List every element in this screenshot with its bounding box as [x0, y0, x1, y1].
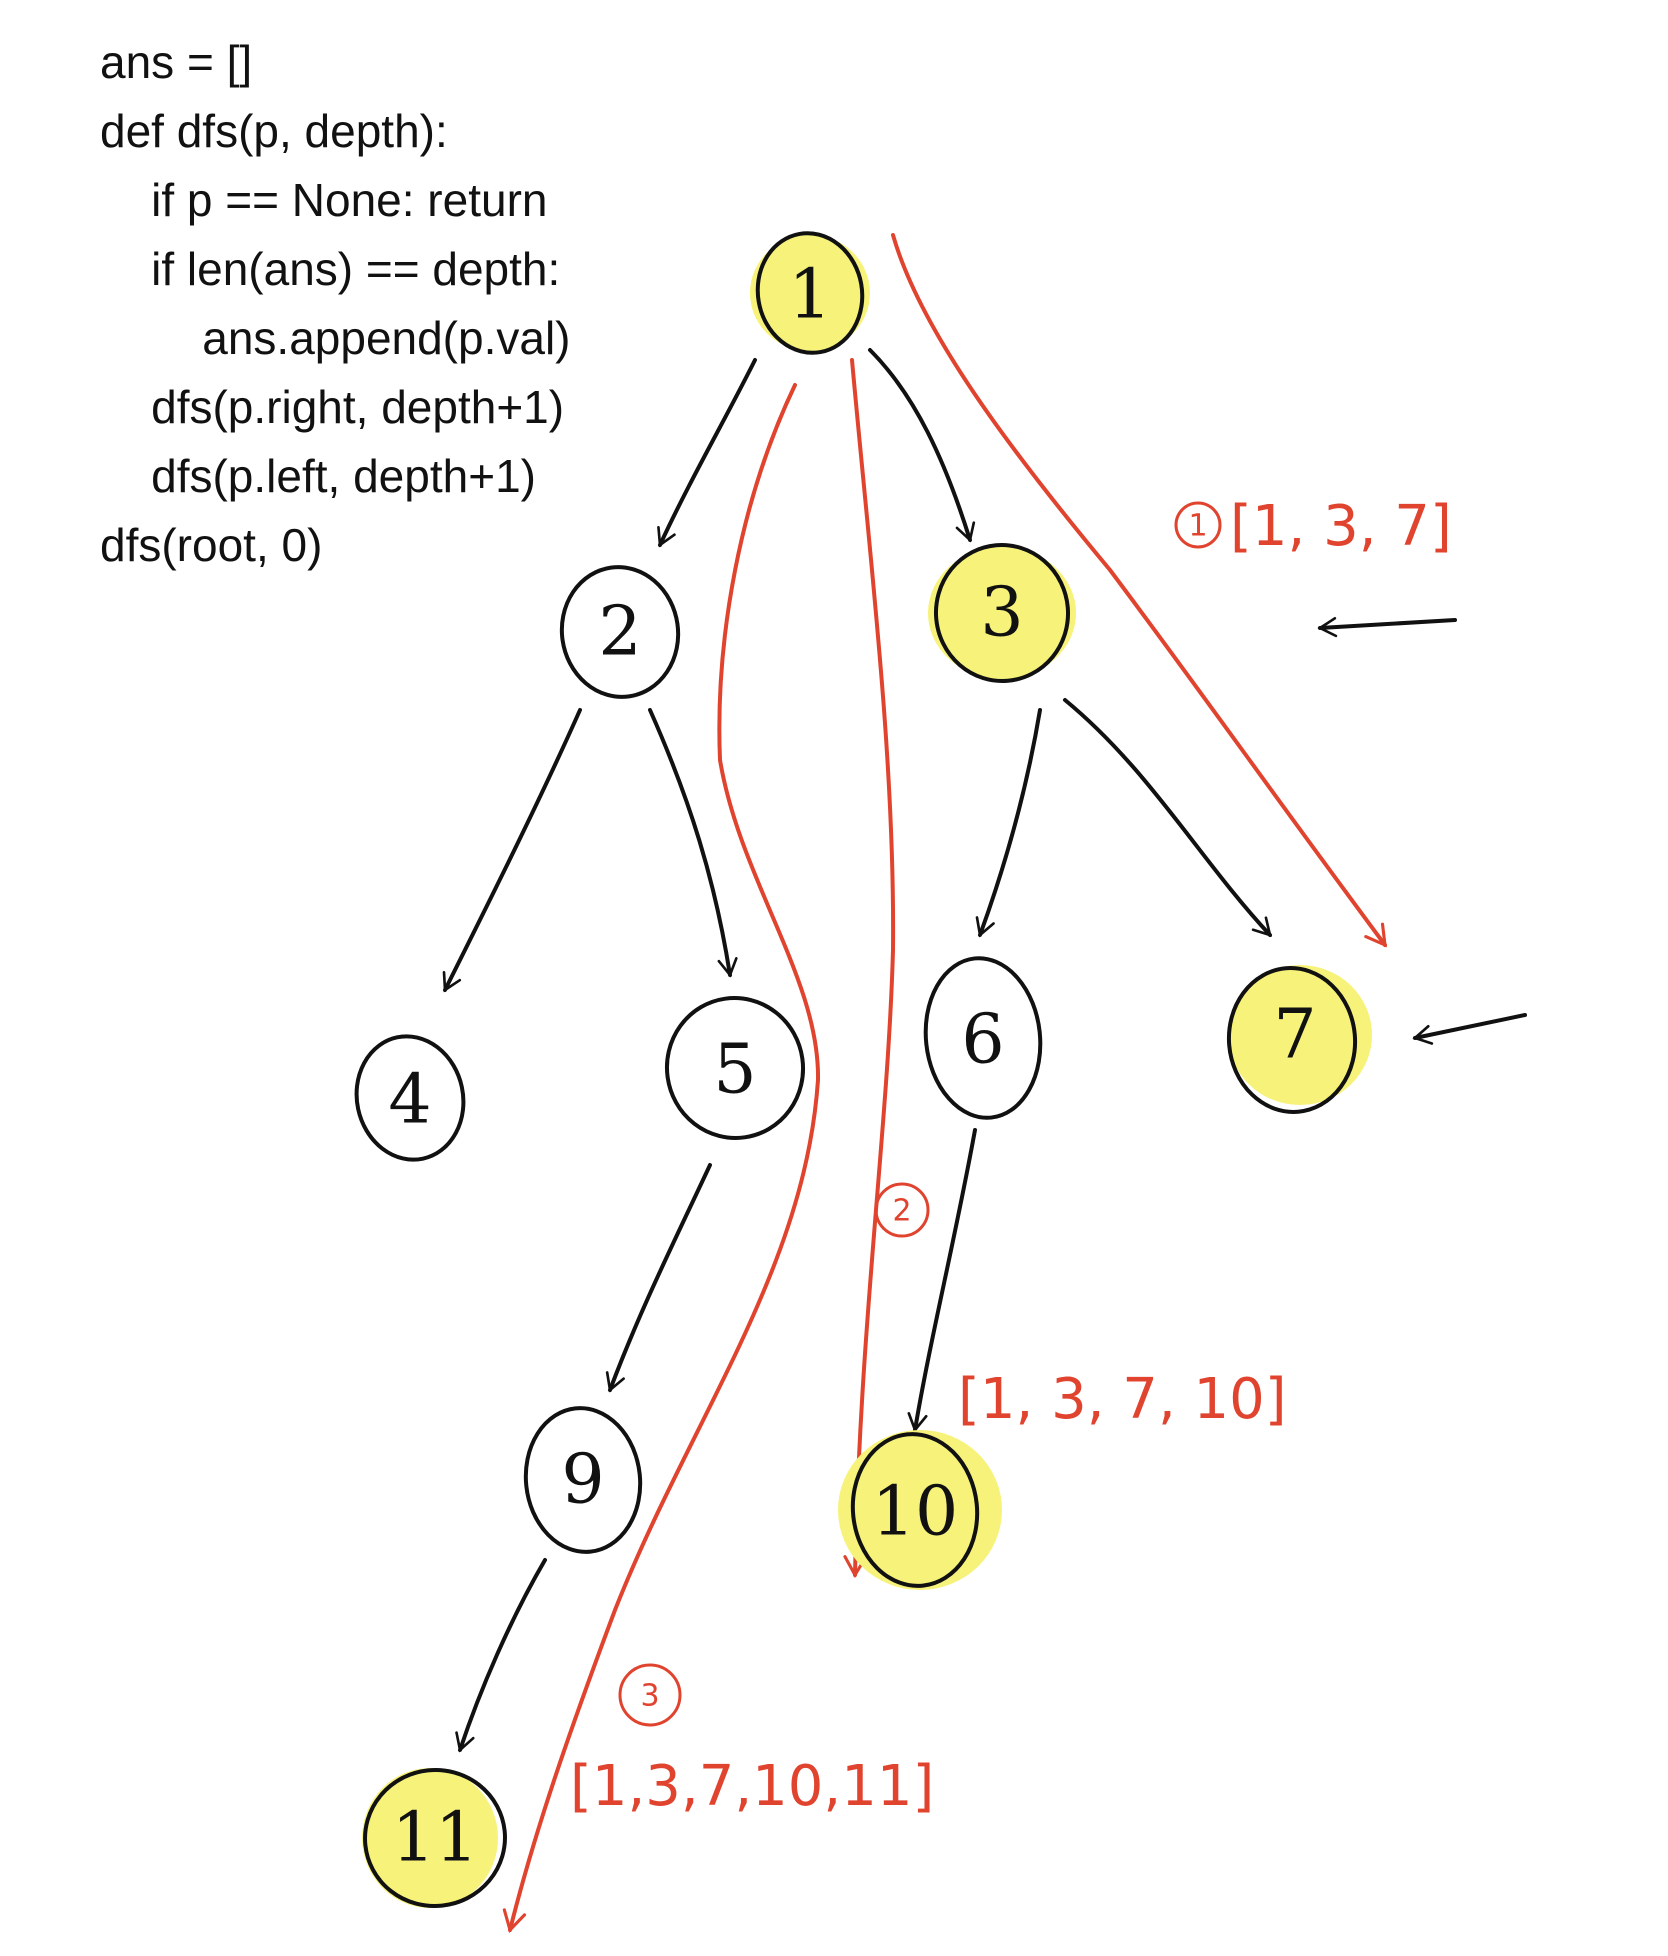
edge-3-6 [975, 708, 1042, 938]
code-block: ans = [] def dfs(p, depth): if p == None:… [100, 28, 571, 580]
result-list: [1,3,7,10,11] [570, 1754, 934, 1819]
step-marker [618, 1663, 682, 1727]
traversal-paths [502, 233, 1387, 1934]
code-line: dfs(p.right, depth+1) [100, 381, 565, 433]
tree-node: 11 [362, 1767, 507, 1909]
annotation-path-1: 1 [1, 3, 7] [1174, 494, 1452, 559]
node-label: 3 [980, 574, 1023, 653]
node-label: 2 [598, 593, 641, 672]
edge-9-11 [455, 1558, 547, 1753]
annotation-path-2: 2 [1, 3, 7, 10] [874, 1182, 1287, 1432]
edge-6-10 [907, 1128, 977, 1433]
code-line: ans = [] [100, 36, 253, 88]
code-line: if len(ans) == depth: [100, 243, 561, 295]
edge-1-2 [657, 358, 757, 548]
result-list: [1, 3, 7, 10] [958, 1367, 1287, 1432]
traversal-path-3 [502, 383, 821, 1934]
node-label: 7 [1273, 996, 1316, 1075]
step-number: 1 [1188, 509, 1207, 544]
traversal-path-1 [891, 233, 1387, 948]
tree-nodes: 1 2 3 4 5 6 7 9 [354, 231, 1372, 1909]
edge-5-9 [605, 1163, 712, 1393]
tree-node: 7 [1226, 965, 1372, 1114]
edge-2-4 [442, 708, 582, 993]
tree-edges [442, 348, 1272, 1753]
left-arrow-icon [1317, 616, 1457, 638]
annotations: 1 [1, 3, 7] 2 [1, 3, 7, 10] 3 [1,3,7,10,… [570, 494, 1452, 1819]
annotation-path-3: 3 [1,3,7,10,11] [570, 1663, 934, 1819]
tree-node: 3 [928, 543, 1076, 683]
node-label: 10 [872, 1473, 959, 1552]
tree-node: 5 [664, 996, 806, 1140]
left-arrow-icon [1412, 1013, 1527, 1045]
node-label: 11 [392, 1799, 479, 1878]
result-list: [1, 3, 7] [1230, 494, 1452, 559]
code-line: ans.append(p.val) [100, 312, 571, 364]
step-number: 2 [892, 1194, 911, 1229]
code-line: dfs(p.left, depth+1) [100, 450, 536, 502]
tree-node: 10 [838, 1430, 1002, 1590]
edge-1-3 [868, 348, 976, 543]
node-label: 4 [388, 1061, 431, 1140]
step-number: 3 [640, 1679, 659, 1714]
tree-node: 9 [523, 1406, 643, 1554]
step-marker [1174, 501, 1222, 549]
code-line: dfs(root, 0) [100, 519, 323, 571]
tree-node: 4 [354, 1034, 466, 1162]
node-label: 5 [713, 1031, 756, 1110]
edge-2-5 [648, 708, 738, 978]
node-label: 6 [961, 1001, 1004, 1080]
tree-node: 1 [750, 231, 870, 355]
node-label: 1 [788, 256, 831, 335]
tree-node: 6 [923, 956, 1043, 1120]
traversal-path-2 [843, 358, 896, 1579]
edge-3-7 [1063, 698, 1272, 937]
tree-node: 2 [559, 565, 681, 699]
step-marker [874, 1182, 930, 1238]
code-line: if p == None: return [100, 174, 548, 226]
code-line: def dfs(p, depth): [100, 105, 448, 157]
pointer-arrows [1317, 616, 1527, 1045]
node-label: 9 [561, 1441, 604, 1520]
